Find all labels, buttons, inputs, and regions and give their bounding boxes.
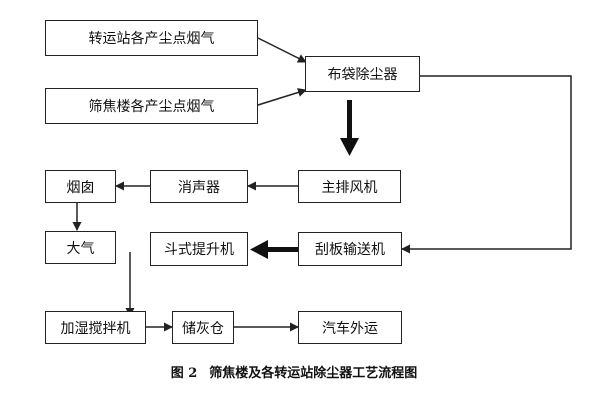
node-shaijiao: 筛焦楼各产尘点烟气 xyxy=(45,88,258,124)
node-yancong: 烟囱 xyxy=(45,170,116,203)
node-zhuanyun: 转运站各产尘点烟气 xyxy=(45,20,258,56)
arrow-budai-to-guaban xyxy=(401,75,572,254)
node-daqi: 大气 xyxy=(45,231,116,264)
node-chuhui: 储灰仓 xyxy=(172,311,234,344)
arrow-zhuanyun-to-budai xyxy=(257,37,307,63)
figure-caption: 图 2 筛焦楼及各转运站除尘器工艺流程图 xyxy=(0,362,600,381)
node-jiashi: 加湿搅拌机 xyxy=(45,311,146,344)
node-guaban: 刮板输送机 xyxy=(298,232,402,266)
node-qiche: 汽车外运 xyxy=(298,311,402,344)
arrow-shaijiao-to-budai xyxy=(257,88,307,106)
node-xiaosheng: 消声器 xyxy=(150,170,248,203)
figure-number: 图 2 xyxy=(170,366,198,381)
figure-title: 筛焦楼及各转运站除尘器工艺流程图 xyxy=(209,366,418,381)
node-zhupaifeng: 主排风机 xyxy=(298,170,401,203)
node-doushi: 斗式提升机 xyxy=(150,232,248,266)
heavy-arrow-guaban-to-doushi xyxy=(250,240,298,259)
heavy-arrow-budai-to-zhupaifeng xyxy=(340,100,359,156)
node-budai: 布袋除尘器 xyxy=(305,56,420,92)
